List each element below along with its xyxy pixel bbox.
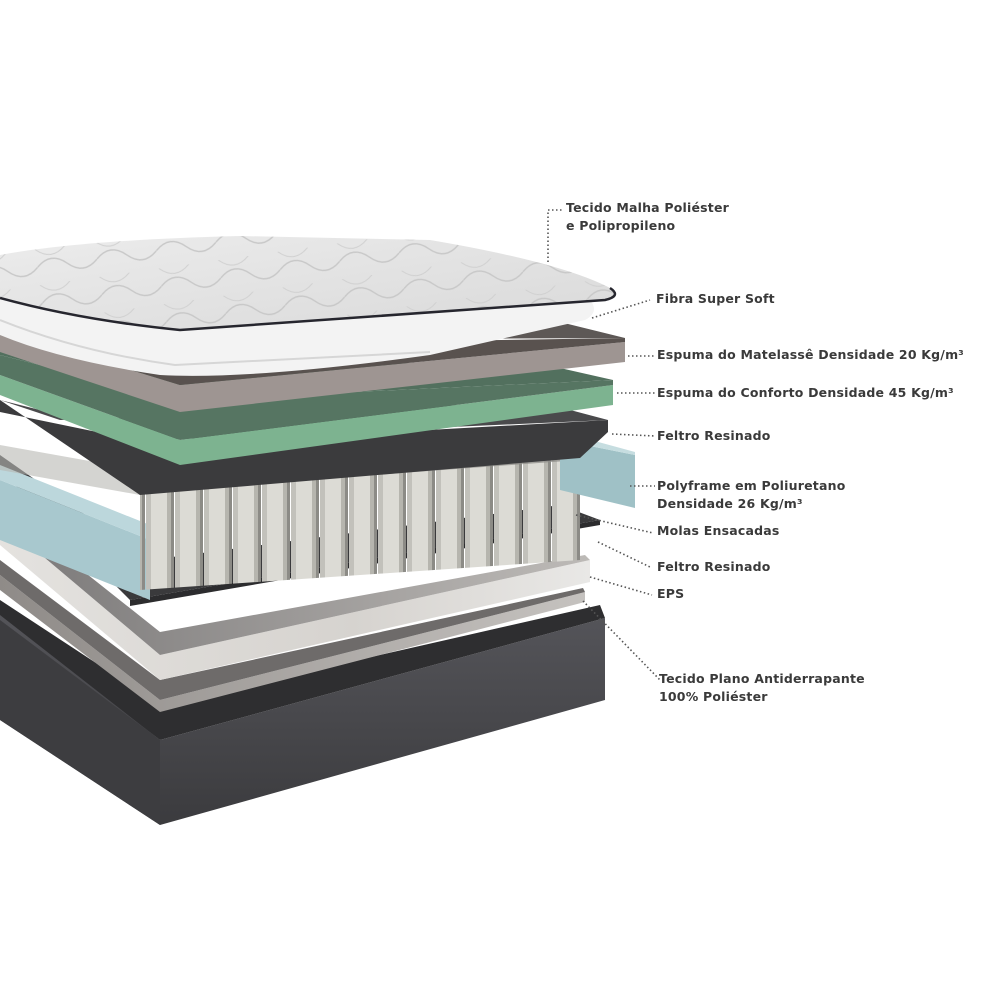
label-eps-text: EPS [657,586,685,601]
label-fiber-text: Fibra Super Soft [656,291,775,306]
label-comfort-foam-text: Espuma do Conforto Densidade 45 Kg/m³ [657,385,954,400]
label-eps: EPS [657,585,684,603]
label-matelasse-foam: Espuma do Matelassê Densidade 20 Kg/m³ [657,346,964,364]
label-matelasse-foam-text: Espuma do Matelassê Densidade 20 Kg/m³ [657,347,964,362]
label-felt-bottom: Feltro Resinado [657,558,771,576]
label-bottom-fabric-line2: 100% Poliéster [659,689,768,704]
label-felt-top-text: Feltro Resinado [657,428,771,443]
label-comfort-foam: Espuma do Conforto Densidade 45 Kg/m³ [657,384,954,402]
label-fiber: Fibra Super Soft [656,290,775,308]
leader-fiber [591,299,651,319]
label-cover-line2: e Polipropileno [566,218,676,233]
label-felt-top: Feltro Resinado [657,427,771,445]
label-springs: Molas Ensacadas [657,522,780,540]
eps-layer [0,505,590,680]
leader-felt-top [611,433,656,437]
fiber-layer [0,280,594,376]
label-polyframe-line2: Densidade 26 Kg/m³ [657,496,803,511]
label-springs-text: Molas Ensacadas [657,523,780,538]
label-cover: Tecido Malha Poliéster e Polipropileno [566,199,729,235]
leader-eps [589,576,653,596]
quilted-cover [0,236,617,332]
leader-lines [547,209,661,681]
leader-springs [575,514,654,534]
leader-felt-bottom [597,541,651,568]
label-bottom-fabric-line1: Tecido Plano Antiderrapante [659,671,865,686]
label-cover-line1: Tecido Malha Poliéster [566,200,730,215]
label-polyframe: Polyframe em Poliuretano Densidade 26 Kg… [657,477,846,513]
label-polyframe-line1: Polyframe em Poliuretano [657,478,846,493]
label-felt-bottom-text: Feltro Resinado [657,559,771,574]
leader-cover [547,209,562,262]
label-bottom-fabric: Tecido Plano Antiderrapante 100% Poliést… [659,670,865,706]
polyframe-left [0,465,150,600]
